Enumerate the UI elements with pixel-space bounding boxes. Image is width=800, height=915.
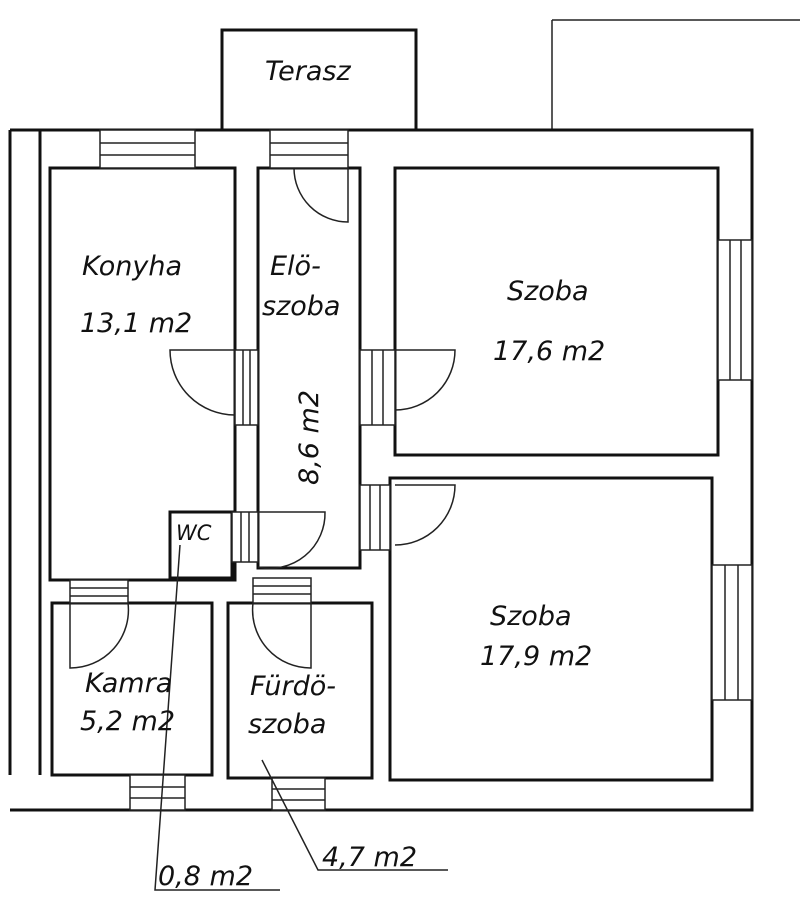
windows — [69, 129, 753, 811]
room-1-label: Szoba — [507, 276, 589, 307]
kitchen-room — [48, 166, 237, 582]
terrace-label: Terasz — [265, 56, 351, 87]
hall-label-1: Elö- — [270, 251, 321, 282]
bath-leader-line — [261, 759, 448, 871]
room-1-area: 17,6 m2 — [493, 336, 605, 367]
left-wall — [8, 130, 42, 775]
kitchen-area: 13,1 m2 — [80, 308, 192, 339]
pantry-label: Kamra — [85, 668, 172, 699]
hall-room — [256, 166, 362, 570]
wc-label: WC — [176, 521, 212, 545]
wc-leader-line — [154, 544, 280, 891]
room-1 — [393, 166, 720, 457]
pantry-area: 5,2 m2 — [80, 706, 175, 737]
hall-label-2: szoba — [262, 291, 340, 322]
bath-label-1: Fürdö- — [250, 671, 336, 702]
room-2-label: Szoba — [490, 601, 572, 632]
neighbour-outline — [551, 19, 800, 130]
room-2-area: 17,9 m2 — [480, 641, 592, 672]
bath-area: 4,7 m2 — [322, 842, 417, 873]
hall-area: 8,6 m2 — [294, 390, 325, 485]
door-swings — [69, 167, 456, 669]
kitchen-label: Konyha — [82, 251, 182, 282]
bath-label-2: szoba — [248, 709, 326, 740]
wc-area: 0,8 m2 — [158, 861, 253, 892]
outer-wall — [10, 128, 754, 812]
